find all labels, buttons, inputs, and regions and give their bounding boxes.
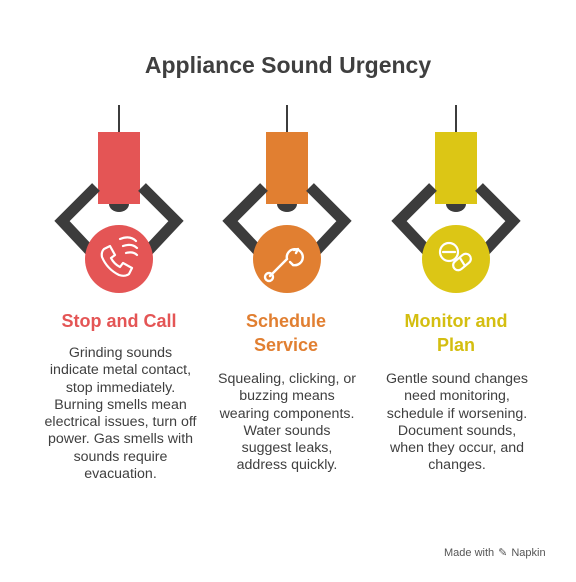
item-description-monitor-and-plan: Gentle sound changes need monitoring, sc… (386, 371, 528, 474)
claw-right-arm (475, 183, 521, 257)
claw-joint (277, 204, 297, 212)
claw-schedule-service (222, 105, 352, 293)
claw-right-arm (306, 183, 352, 257)
item-heading-schedule-service: Schedule Service (245, 311, 327, 355)
item-description-stop-and-call: Grinding sounds indicate metal contact, … (44, 345, 197, 483)
item-heading-monitor-and-plan: Monitor and Plan (404, 311, 508, 355)
claw-joint (109, 204, 129, 212)
claw-body (435, 132, 477, 204)
claw-left-arm (222, 183, 268, 257)
wrench-icon (263, 247, 304, 283)
footer-brand: Napkin (511, 546, 546, 559)
item-heading-stop-and-call: Stop and Call (61, 311, 177, 331)
claw-right-arm (138, 183, 184, 257)
item-description-schedule-service: Squealing, clicking, or buzzing means we… (218, 371, 357, 474)
napkin-logo-icon: ✎ (498, 547, 508, 559)
pills-icon (438, 241, 472, 272)
claw-body (98, 132, 140, 204)
claw-body (266, 132, 308, 204)
footer-credit: Made with ✎ Napkin (444, 546, 546, 560)
claw-stop-and-call (54, 105, 184, 293)
claw-ball (85, 225, 153, 293)
phone-flame-icon (100, 236, 139, 277)
claw-joint (446, 204, 466, 212)
claw-left-arm (391, 183, 437, 257)
claw-left-arm (54, 183, 100, 257)
claw-monitor-and-plan (391, 105, 521, 293)
diagram-title: Appliance Sound Urgency (144, 52, 432, 78)
footer-made-with: Made with (444, 546, 495, 559)
